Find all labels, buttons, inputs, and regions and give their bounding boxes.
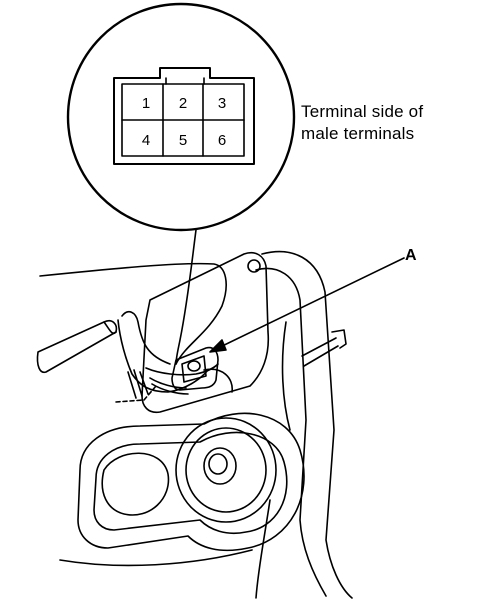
speaker-cap-inner xyxy=(208,453,228,475)
callout-a-leader xyxy=(213,257,405,351)
terminal-6: 6 xyxy=(218,132,226,149)
bracket-bend xyxy=(203,368,233,393)
wire-main xyxy=(39,262,227,365)
speaker-cap xyxy=(203,447,237,485)
wire-tie xyxy=(127,369,149,399)
terminal-1: 1 xyxy=(142,95,150,112)
connector-a-latch xyxy=(187,360,201,372)
connector-a-face xyxy=(181,355,207,383)
terminal-caption: Terminal side of male terminals xyxy=(301,101,423,145)
terminal-5: 5 xyxy=(179,132,187,149)
door-rod-end xyxy=(103,321,117,335)
magnified-view-circle xyxy=(66,2,296,232)
speaker-cone-ring xyxy=(185,427,267,513)
terminal-2: 2 xyxy=(179,95,187,112)
side-pin xyxy=(301,329,347,367)
speaker-cup-left xyxy=(101,452,170,516)
wire-secondary xyxy=(175,229,197,365)
door-panel-inner-edge xyxy=(255,267,327,597)
speaker-housing xyxy=(77,412,305,552)
door-contour xyxy=(59,549,253,567)
speaker-housing-inner xyxy=(93,431,288,535)
connector-key xyxy=(165,77,205,85)
terminal-3: 3 xyxy=(218,95,226,112)
wire-loop xyxy=(121,310,171,365)
caption-line-2: male terminals xyxy=(301,124,415,143)
connector-housing xyxy=(113,67,255,165)
mounting-bracket xyxy=(141,251,270,414)
connector-a-ridges xyxy=(149,377,189,395)
bracket-hole xyxy=(247,259,261,273)
callout-a-label: A xyxy=(405,247,417,264)
door-lower-frame xyxy=(255,499,271,599)
wire-harness-right xyxy=(145,363,219,376)
door-frame-rib xyxy=(281,321,291,431)
terminal-4: 4 xyxy=(142,132,150,149)
door-rod xyxy=(36,319,118,374)
caption-line-1: Terminal side of xyxy=(301,102,424,121)
door-panel-outline xyxy=(261,250,353,599)
callout-a-arrowhead xyxy=(209,339,227,353)
wire-dashed xyxy=(115,385,157,403)
speaker-cone-outer xyxy=(175,417,277,523)
